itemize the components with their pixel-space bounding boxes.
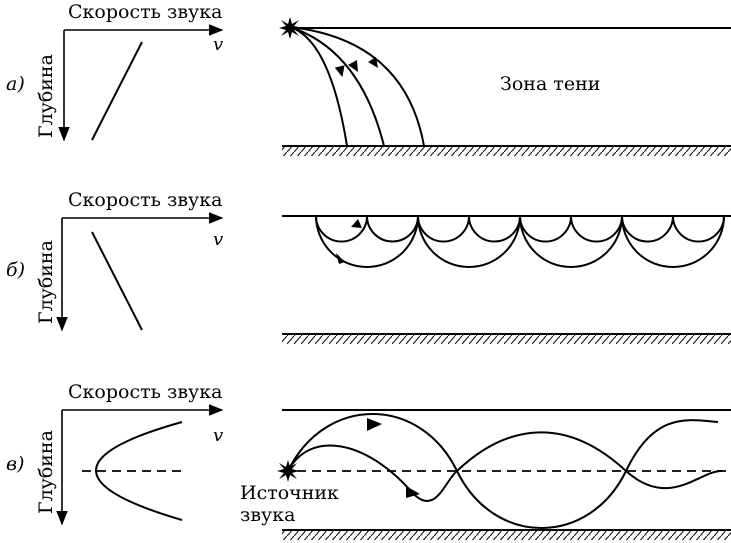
ray-1-arrow (334, 65, 345, 78)
panel-b: б) Скорость звука v Глубина (6, 189, 731, 344)
panel-v: в) Скорость звука v Глубина Источник зву… (6, 381, 731, 540)
speed-variable-label: v (213, 425, 223, 446)
depth-axis-label: Глубина (35, 430, 57, 514)
depth-axis-label: Глубина (35, 54, 57, 138)
ray-lower-arrow (406, 486, 420, 498)
speed-profile-line (91, 41, 143, 141)
ray-2 (289, 26, 385, 147)
panel-v-label: в) (6, 453, 24, 475)
ray-long-arrow (336, 253, 345, 264)
panel-a-waveguide: Зона тени (279, 17, 731, 156)
speed-variable-label: v (213, 229, 223, 250)
speed-axis-label: Скорость звука (68, 1, 222, 23)
ray-lower (287, 431, 723, 502)
panel-v-graph: Скорость звука v Глубина (35, 381, 224, 526)
ray-2-arrow (348, 60, 358, 72)
speed-profile-line (91, 231, 143, 331)
source-label-line1: Источник (240, 482, 339, 504)
panel-b-graph: Скорость звука v Глубина (35, 189, 224, 332)
panel-b-label: б) (6, 259, 25, 281)
source-icon (279, 17, 301, 39)
seabed-hatch (282, 531, 731, 540)
source-label-line2: звука (240, 504, 295, 526)
ray-long-arcs (315, 215, 725, 268)
ray-upper (287, 413, 719, 529)
shadow-zone-label: Зона тени (500, 73, 600, 95)
ray-3 (289, 26, 425, 147)
seabed-hatch (282, 335, 731, 344)
seabed-hatch (282, 147, 731, 156)
source-icon (277, 460, 299, 482)
speed-variable-label: v (213, 34, 223, 55)
ray-1 (289, 26, 348, 147)
speed-axis-label: Скорость звука (68, 189, 222, 211)
depth-axis-label: Глубина (35, 240, 57, 324)
panel-a-graph: Скорость звука v Глубина (35, 1, 224, 142)
ray-3-arrow (368, 57, 378, 68)
ray-short-arrow (351, 219, 362, 228)
panel-a-label: а) (6, 73, 25, 95)
ray-upper-arrow (367, 418, 382, 431)
speed-axis-label: Скорость звука (68, 381, 222, 403)
panel-a: а) Скорость звука v Глубина Зона тени (6, 1, 731, 156)
speed-profile-curve (95, 421, 183, 521)
panel-b-waveguide (282, 215, 731, 344)
panel-v-waveguide: Источник звука (240, 409, 731, 540)
